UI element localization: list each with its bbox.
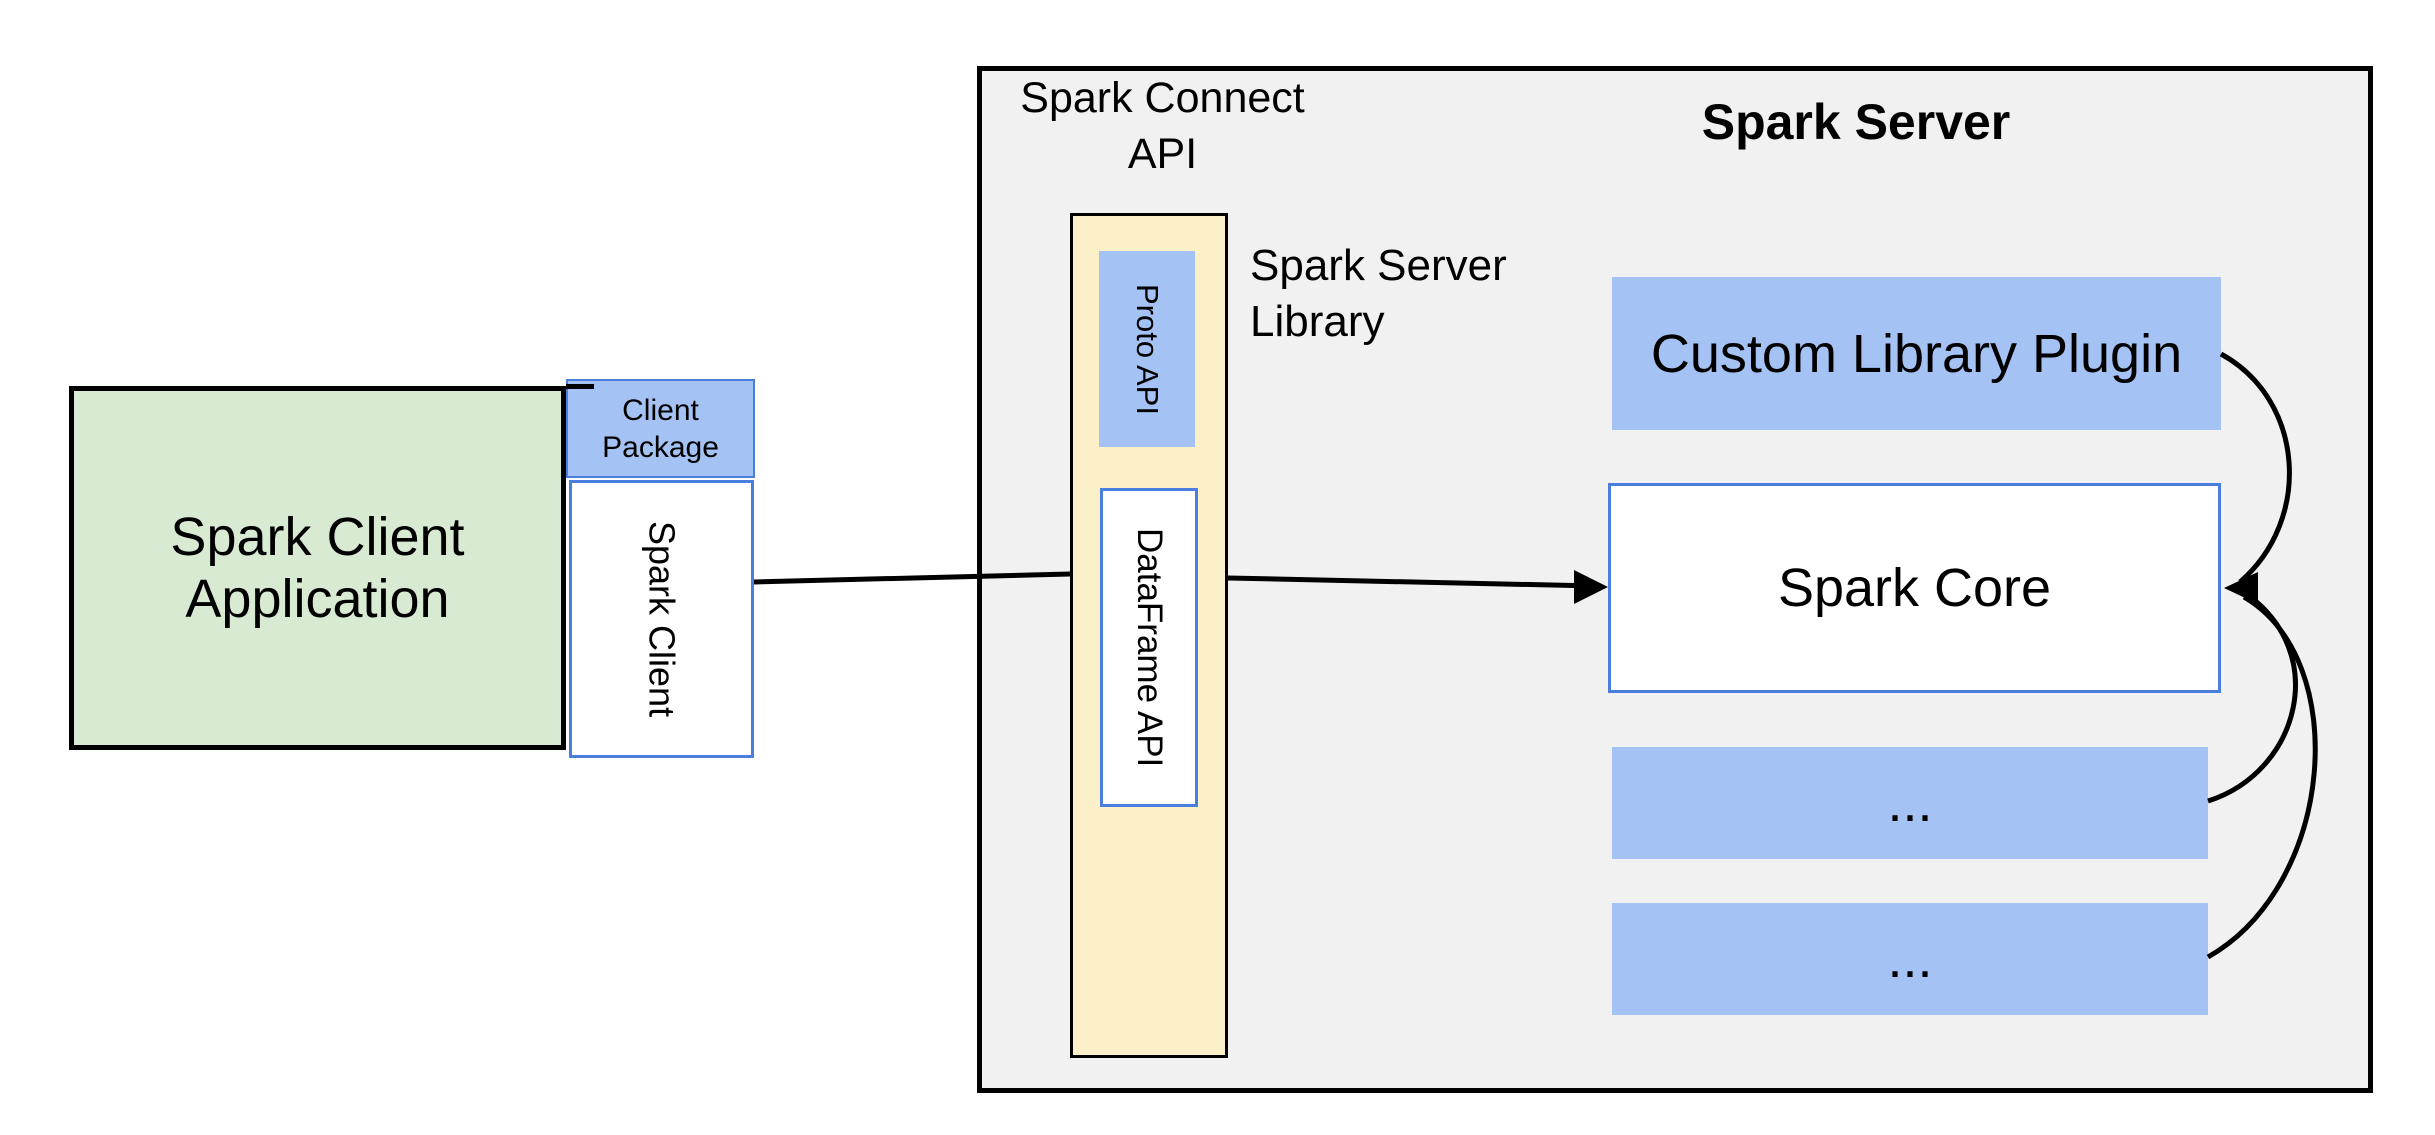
dataframe-api-box: DataFrame API [1100,488,1198,807]
proto-api-label: Proto API [1130,283,1165,415]
green-border-overrun [566,384,594,389]
spark-client-box: Spark Client [569,480,754,758]
plugin-slot-1-box: ... [1612,747,2208,859]
custom-library-plugin-label: Custom Library Plugin [1650,323,2183,384]
client-package-box: Client Package [566,379,755,478]
connect-api-title-line1: Spark Connect [1020,74,1305,122]
proto-api-box: Proto API [1099,251,1195,447]
spark-server-title: Spark Server [1701,94,2011,150]
spark-server-library-label: Spark Server Library [1250,238,1610,350]
spark-server-library-line2: Library [1250,297,1385,346]
plugin-slot-2-label: ... [1887,929,1933,989]
connect-api-title: Spark Connect API [1000,70,1325,182]
plugin-slot-2-box: ... [1612,903,2208,1015]
spark-client-application-box: Spark Client Application [69,386,566,750]
spark-client-application-line1: Spark Client [170,507,465,567]
client-package-line2: Package [602,430,719,464]
spark-server-library-line1: Spark Server [1250,241,1507,290]
custom-library-plugin-box: Custom Library Plugin [1612,277,2221,430]
client-package-line1: Client [622,393,699,427]
connect-api-title-line2: API [1127,130,1198,178]
spark-client-label: Spark Client [641,520,683,718]
dataframe-api-label: DataFrame API [1130,527,1169,768]
spark-core-label: Spark Core [1777,558,2052,618]
spark-core-box: Spark Core [1608,483,2221,693]
plugin-slot-1-label: ... [1887,773,1933,833]
spark-client-application-line2: Application [185,569,450,629]
